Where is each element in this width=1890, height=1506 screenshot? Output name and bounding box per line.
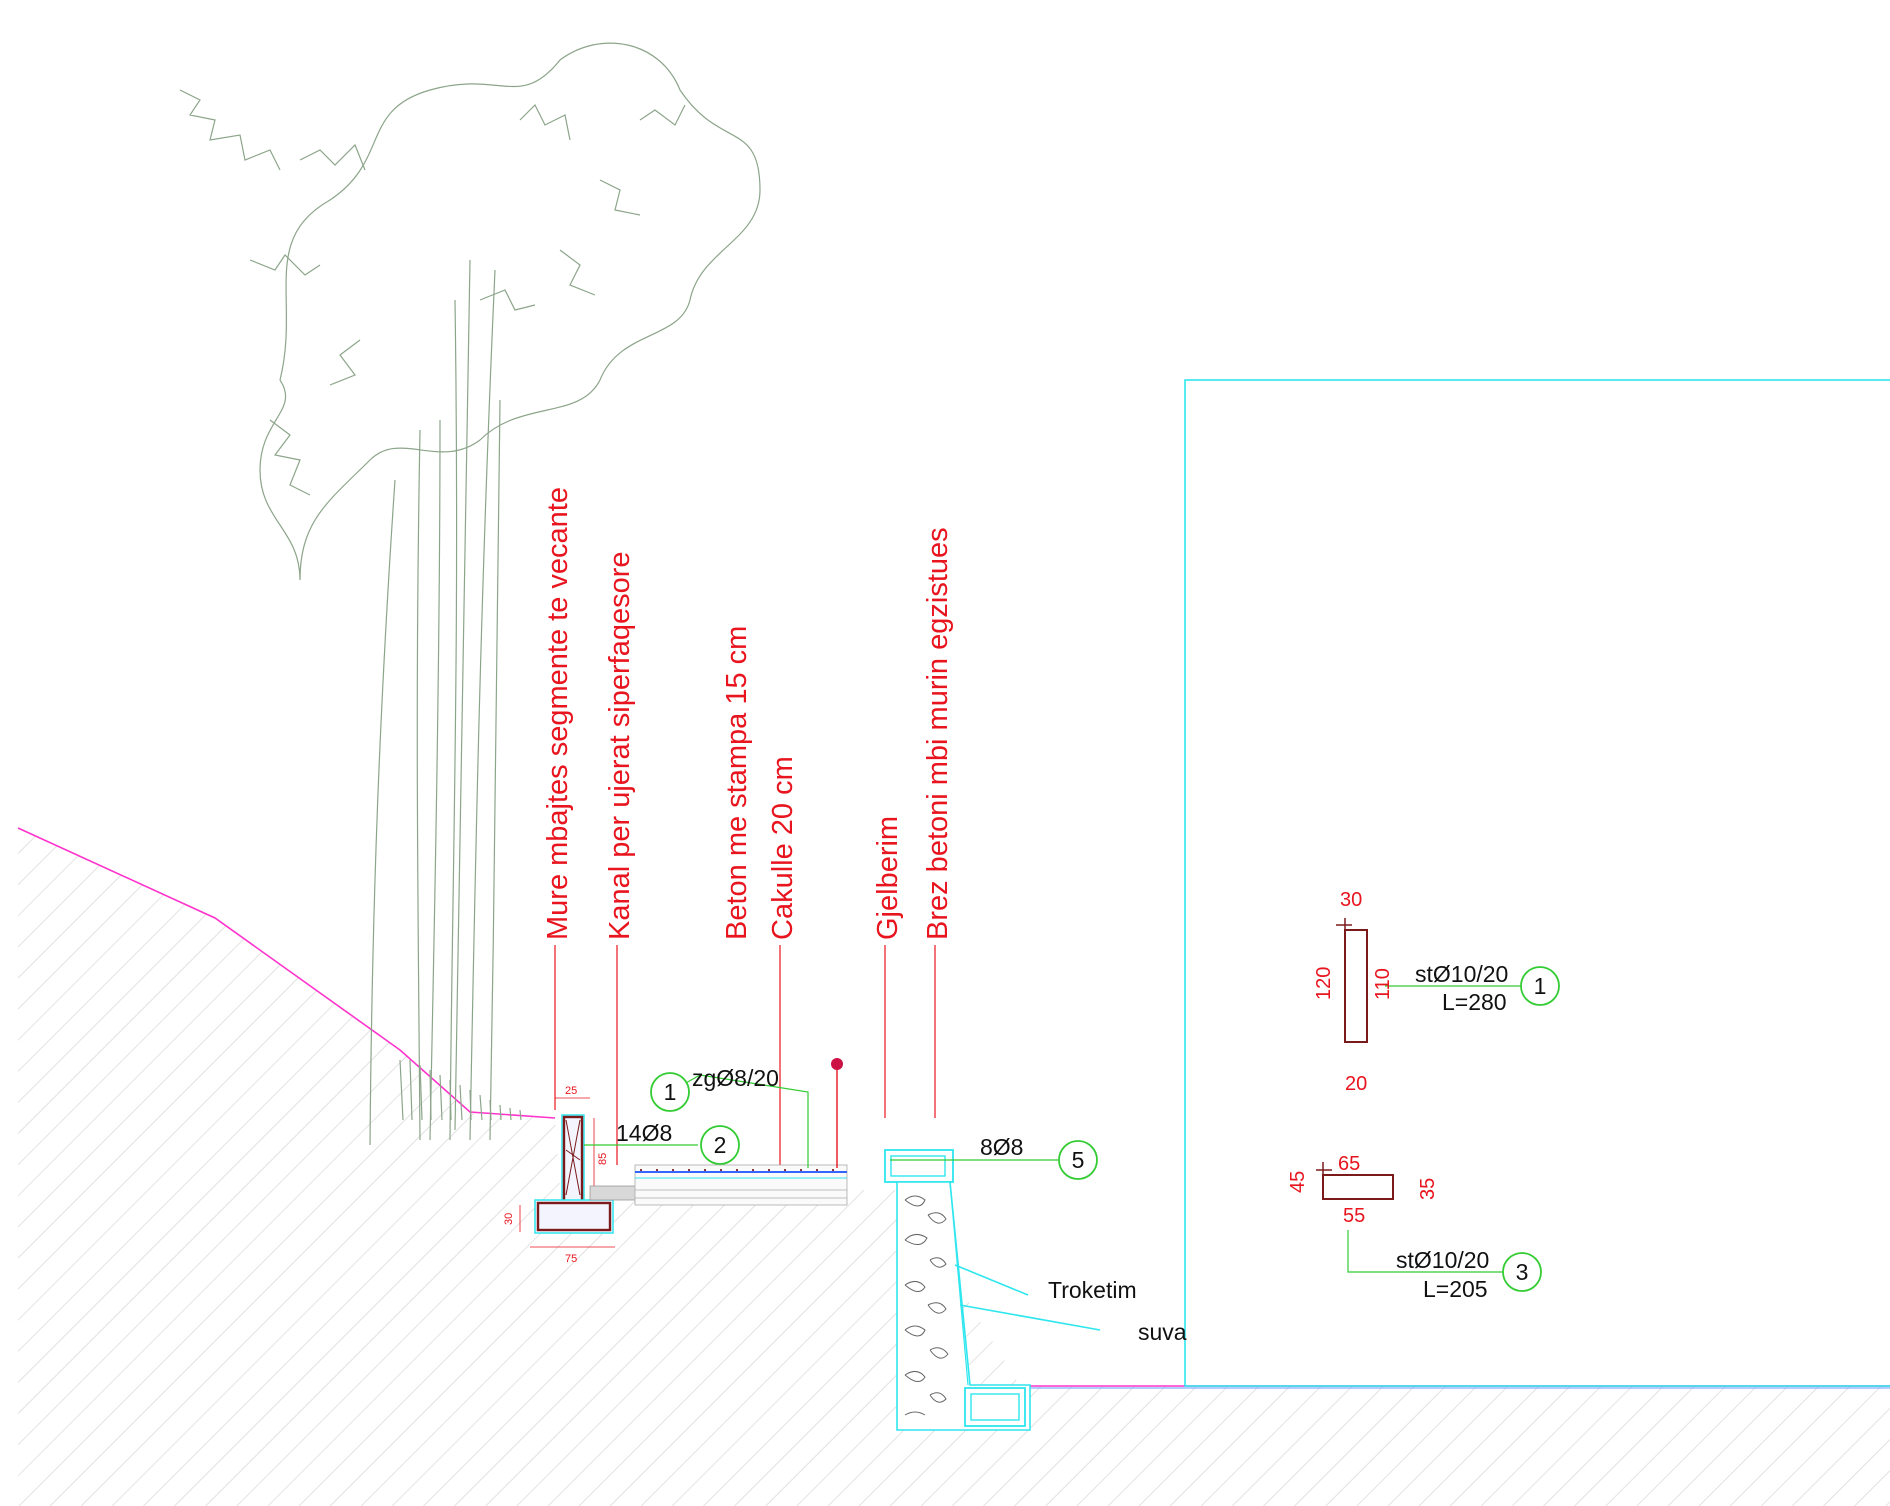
svg-text:3: 3 (1516, 1259, 1529, 1285)
detail3-label: stØ10/20 (1396, 1247, 1489, 1273)
rebar-14: 14Ø8 (616, 1120, 672, 1146)
callout-leaders (554, 945, 936, 1205)
detail3-right: 35 (1417, 1178, 1439, 1200)
tree-drawing (179, 42, 761, 1146)
marker-detail-3: 3 (1502, 1252, 1542, 1292)
svg-text:2: 2 (714, 1132, 727, 1158)
callout-mure: Mure mbajtes segmente te vecante (542, 487, 574, 940)
note-troketim: Troketim (1048, 1277, 1137, 1303)
detail1-top: 30 (1340, 889, 1362, 911)
svg-text:5: 5 (1072, 1147, 1085, 1173)
terrain-line (17, 827, 556, 1119)
marker-5: 5 (1058, 1140, 1098, 1180)
wall-dim-base-w: 75 (565, 1253, 577, 1265)
detail-1-stirrup (1336, 918, 1368, 1043)
retaining-wall (519, 1097, 615, 1248)
callout-beton: Beton me stampa 15 cm (721, 626, 753, 940)
svg-text:1: 1 (664, 1079, 677, 1105)
marker-2: 2 (700, 1125, 740, 1165)
wall-dim-base-h: 30 (503, 1213, 515, 1225)
rebar-zg: zgØ8/20 (692, 1065, 779, 1091)
building-outline (1184, 379, 1890, 1387)
callout-brez: Brez betoni mbi murin egzistues (922, 527, 954, 940)
detail-3-stirrup (1316, 1162, 1394, 1200)
rebar-leaders (584, 985, 1523, 1273)
marker-detail-1: 1 (1520, 966, 1560, 1006)
detail3-length: L=205 (1423, 1276, 1488, 1302)
pavement-slab (589, 1058, 848, 1206)
rebar-8: 8Ø8 (980, 1134, 1023, 1160)
detail3-top: 65 (1338, 1153, 1360, 1175)
callout-gjelberim: Gjelberim (872, 816, 904, 940)
callout-kanal: Kanal per ujerat siperfaqesore (604, 551, 636, 940)
detail1-left: 120 (1313, 967, 1335, 1000)
detail1-bottom: 20 (1345, 1073, 1367, 1095)
note-suva: suva (1138, 1319, 1187, 1345)
detail3-left: 45 (1287, 1171, 1309, 1193)
svg-text:1: 1 (1534, 973, 1547, 999)
callout-cakulle: Cakulle 20 cm (767, 756, 799, 940)
detail3-bottom: 55 (1343, 1205, 1365, 1227)
detail1-label: stØ10/20 (1415, 961, 1508, 987)
marker-1: 1 (650, 1072, 690, 1112)
wall-dim-height: 85 (597, 1153, 609, 1165)
existing-wall (884, 1149, 1101, 1431)
detail1-inner: 110 (1372, 968, 1394, 1000)
ground-hatch (18, 828, 1890, 1506)
detail1-length: L=280 (1442, 989, 1507, 1015)
wall-dim-top: 25 (565, 1085, 577, 1097)
